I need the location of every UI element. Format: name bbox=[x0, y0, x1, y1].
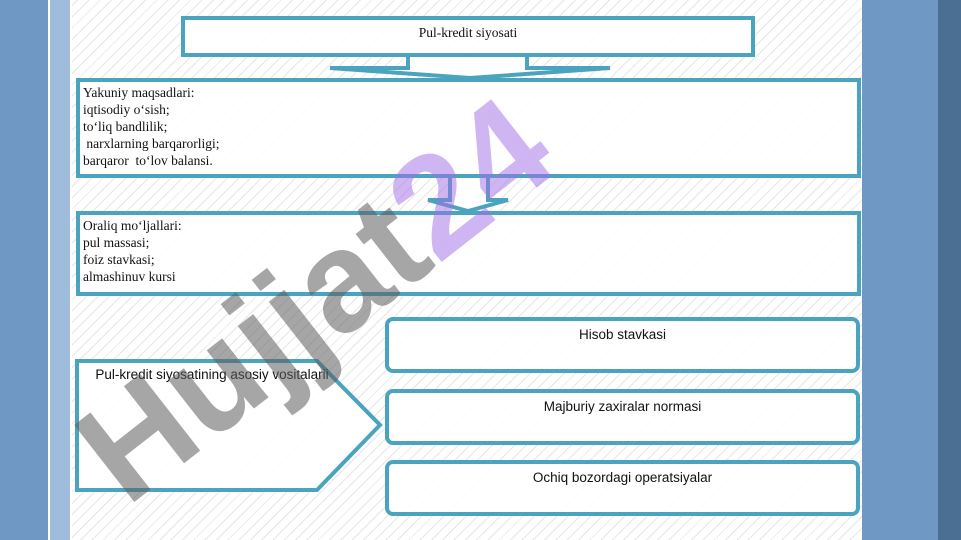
instrument-open-market-box: Ochiq bozordagi operatsiyalar bbox=[385, 460, 860, 516]
instruments-label: Pul-kredit siyosatining asosiy vositalar… bbox=[95, 367, 329, 382]
diagram-title: Pul-kredit siyosati bbox=[418, 25, 518, 40]
instruments-pentagon-arrow bbox=[75, 359, 383, 492]
intermediate-goals-heading: Oraliq mo‘ljallari: bbox=[83, 218, 182, 233]
frame-divider bbox=[70, 0, 72, 540]
intermediate-goal-item: almashinuv kursi bbox=[83, 269, 176, 284]
instrument-label: Ochiq bozordagi operatsiyalar bbox=[532, 470, 713, 485]
final-goal-item: to‘liq bandlilik; bbox=[83, 119, 168, 134]
final-goal-item: barqaror to‘lov balansi. bbox=[83, 153, 213, 168]
instrument-discount-rate-box: Hisob stavkasi bbox=[385, 317, 860, 373]
final-goals-heading: Yakuniy maqsadlari: bbox=[83, 85, 195, 100]
final-goals-box: Yakuniy maqsadlari: iqtisodiy o‘sish; to… bbox=[76, 78, 861, 178]
right-frame-strip bbox=[862, 0, 938, 540]
final-goal-item: iqtisodiy o‘sish; bbox=[83, 102, 170, 117]
left-frame-strip bbox=[0, 0, 50, 540]
intermediate-goal-item: pul massasi; bbox=[83, 235, 150, 250]
right-frame-outer-strip bbox=[938, 0, 961, 540]
frame-divider bbox=[48, 0, 50, 540]
instrument-label: Hisob stavkasi bbox=[578, 327, 667, 342]
title-box: Pul-kredit siyosati bbox=[181, 16, 755, 57]
final-goal-item: narxlarning barqarorligi; bbox=[83, 136, 220, 151]
intermediate-goal-item: foiz stavkasi; bbox=[83, 252, 155, 267]
goals-to-intermediate-arrow bbox=[427, 178, 509, 214]
title-to-goals-arrow bbox=[329, 57, 611, 81]
left-frame-inner-strip bbox=[50, 0, 72, 540]
intermediate-goals-box: Oraliq mo‘ljallari: pul massasi; foiz st… bbox=[76, 211, 861, 296]
instrument-label: Majburiy zaxiralar normasi bbox=[543, 399, 702, 414]
instrument-reserve-requirement-box: Majburiy zaxiralar normasi bbox=[385, 389, 860, 445]
